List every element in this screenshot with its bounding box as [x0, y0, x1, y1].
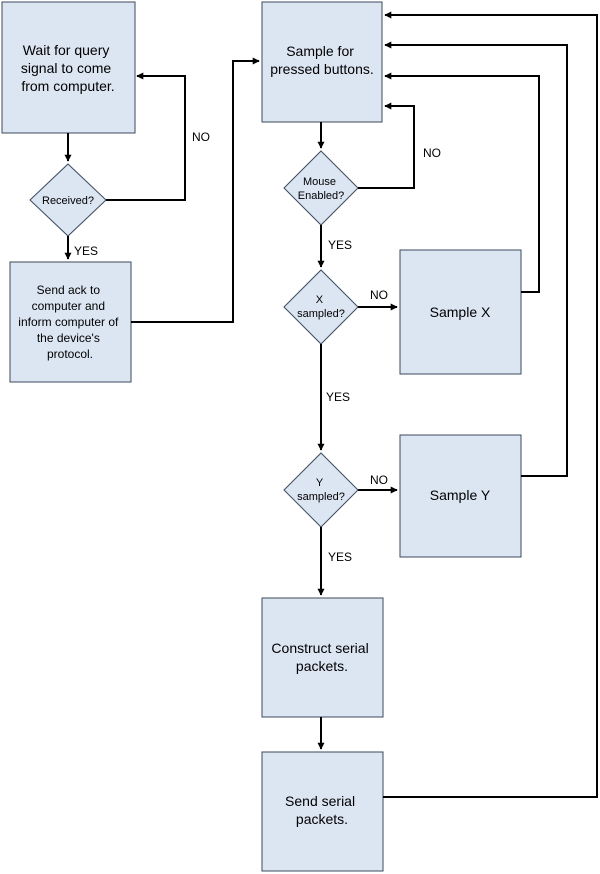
label-x-no: NO	[370, 288, 388, 302]
label-received-yes: YES	[74, 244, 98, 258]
box-wait-query-text: Wait for query signal to come from compu…	[21, 42, 115, 94]
arrow-sample-x-loop	[384, 72, 540, 293]
box-wait-query: Wait for query signal to come from compu…	[1, 1, 136, 134]
box-sample-y-text: Sample Y	[430, 487, 491, 503]
arrow-send-loop	[383, 11, 598, 798]
box-send-ack-text: Send ack to computer and inform computer…	[18, 283, 121, 361]
decision-y-sampled: Y sampled?	[283, 452, 359, 528]
decision-mouse-enabled: Mouse Enabled?	[283, 150, 359, 226]
label-y-yes: YES	[328, 550, 352, 564]
arrow-mouse-no-loop	[358, 102, 415, 189]
box-construct-packets: Construct serial packets.	[261, 597, 384, 718]
decision-received-text: Received?	[42, 195, 94, 207]
decision-mouse-enabled-text: Mouse Enabled?	[298, 176, 345, 202]
decision-x-sampled-text: X sampled?	[297, 294, 345, 320]
label-received-no: NO	[192, 130, 210, 144]
box-sample-y: Sample Y	[399, 434, 522, 558]
box-sample-x: Sample X	[399, 249, 522, 375]
decision-y-sampled-text: Y sampled?	[297, 477, 345, 503]
box-sample-buttons-text: Sample for pressed buttons.	[270, 43, 374, 77]
decision-received: Received?	[29, 163, 107, 237]
box-sample-buttons: Sample for pressed buttons.	[261, 1, 383, 123]
label-x-yes: YES	[326, 390, 350, 404]
label-y-no: NO	[370, 473, 388, 487]
box-send-ack: Send ack to computer and inform computer…	[9, 261, 132, 383]
box-construct-packets-text: Construct serial packets.	[271, 640, 372, 674]
arrow-sample-y-loop	[384, 41, 568, 477]
arrow-ack-to-sample-buttons	[131, 57, 260, 323]
decision-x-sampled: X sampled?	[283, 269, 359, 345]
box-send-packets: Send serial packets.	[261, 751, 384, 872]
arrow-received-no-loop	[106, 72, 186, 201]
box-send-packets-text: Send serial packets.	[285, 793, 359, 827]
label-mouse-no: NO	[423, 146, 441, 160]
box-sample-x-text: Sample X	[430, 304, 491, 320]
label-mouse-yes: YES	[328, 238, 352, 252]
